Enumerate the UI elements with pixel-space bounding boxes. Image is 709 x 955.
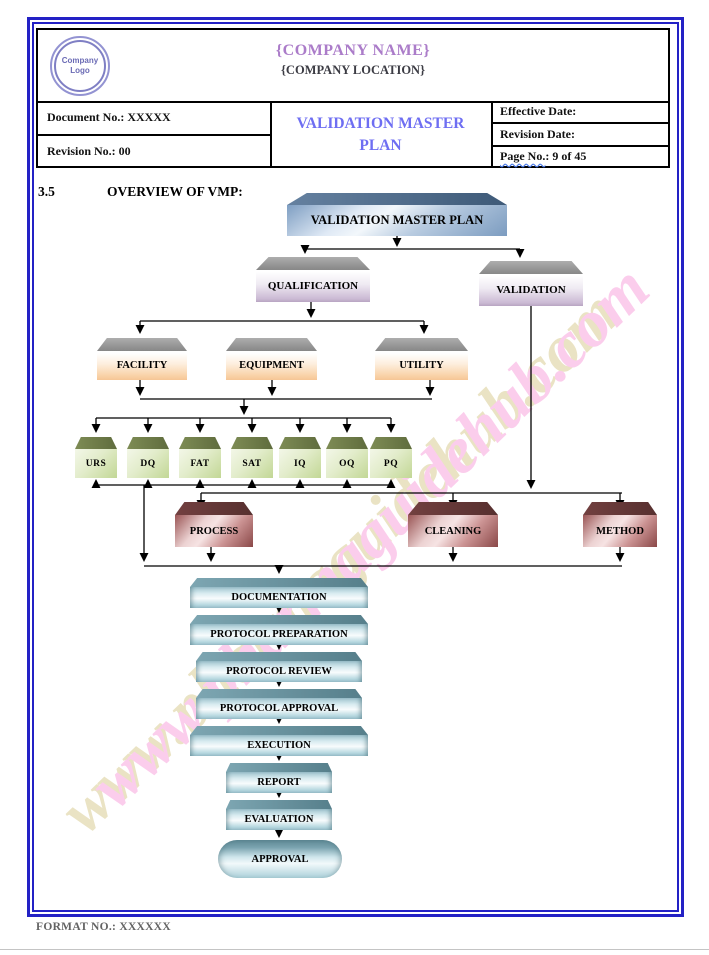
bottom-rule [0,949,709,950]
company-block: {COMPANY NAME} {COMPANY LOCATION} [38,42,668,78]
node-label: URS [75,449,117,478]
node-label: QUALIFICATION [256,270,370,302]
node-dq: DQ [127,437,169,478]
node-label: PROTOCOL APPROVAL [196,698,362,719]
node-fat: FAT [179,437,221,478]
node-label: UTILITY [375,351,468,380]
node-label: IQ [279,449,321,478]
node-sat: SAT [231,437,273,478]
node-top-face [190,578,368,587]
node-top-face [279,437,321,449]
revision-no: Revision No.: 00 [47,143,131,158]
node-label: OQ [326,449,368,478]
node-top-face [190,615,368,624]
company-logo: Company Logo [50,36,110,96]
node-protocol-preparation: PROTOCOL PREPARATION [190,615,368,645]
node-top-face [226,338,317,351]
node-label: CLEANING [408,515,498,547]
node-label: PROCESS [175,515,253,547]
page-no: Page No.: 9 of 45 [500,147,666,166]
document-title: VALIDATION MASTER PLAN [296,114,465,154]
node-top-face [479,261,583,274]
logo-line2: Logo [70,66,90,75]
effective-date: Effective Date: [500,104,577,118]
node-top-face [190,726,368,735]
node-documentation: DOCUMENTATION [190,578,368,608]
node-label: EXECUTION [190,735,368,756]
format-no: FORMAT NO.: XXXXXX [36,921,171,933]
table-line [38,134,270,136]
node-top-face [179,437,221,449]
node-top-face [370,437,412,449]
node-top-face [196,689,362,698]
table-line [270,101,272,166]
node-label: VALIDATION [479,274,583,306]
node-qualification: QUALIFICATION [256,257,370,302]
node-top-face [231,437,273,449]
node-top-face [226,800,332,809]
company-name: {COMPANY NAME} [275,42,431,59]
node-approval: APPROVAL [218,840,342,878]
node-top-face [408,502,498,515]
section-number: 3.5 [38,184,55,199]
node-top-face [97,338,187,351]
table-line [491,122,668,124]
document-no: Document No.: XXXXX [47,110,171,124]
node-label: METHOD [583,515,657,547]
node-oq: OQ [326,437,368,478]
node-top-face [75,437,117,449]
page-no-value: : 9 of 45 [545,149,587,163]
node-top-face [287,193,507,205]
node-top-face [256,257,370,270]
company-location: {COMPANY LOCATION} [281,63,425,77]
logo-line1: Company [61,56,99,66]
node-iq: IQ [279,437,321,478]
node-equipment: EQUIPMENT [226,338,317,380]
node-top-face [175,502,253,515]
node-label: PROTOCOL REVIEW [196,661,362,682]
node-label: PROTOCOL PREPARATION [190,624,368,645]
node-top-face [326,437,368,449]
node-pq: PQ [370,437,412,478]
node-label: FACILITY [97,351,187,380]
node-label: PQ [370,449,412,478]
node-label: DQ [127,449,169,478]
node-validation-master-plan: VALIDATION MASTER PLAN [287,193,507,236]
node-top-face [127,437,169,449]
section-heading: OVERVIEW OF VMP: [107,184,243,199]
node-top-face [196,652,362,661]
node-urs: URS [75,437,117,478]
revision-date: Revision Date: [500,127,575,141]
node-label: APPROVAL [251,853,309,865]
node-top-face [375,338,468,351]
node-label: REPORT [226,772,332,793]
node-top-face [226,763,332,772]
node-label: EVALUATION [226,809,332,830]
node-label: DOCUMENTATION [190,587,368,608]
page-no-label: Page No. [500,149,546,163]
node-execution: EXECUTION [190,726,368,756]
table-line [491,145,668,147]
node-process: PROCESS [175,502,253,547]
node-facility: FACILITY [97,338,187,380]
node-label: FAT [179,449,221,478]
table-line [38,101,668,103]
node-top-face [583,502,657,515]
header-table: Company Logo {COMPANY NAME} {COMPANY LOC… [36,28,670,168]
node-validation: VALIDATION [479,261,583,306]
node-utility: UTILITY [375,338,468,380]
node-protocol-approval: PROTOCOL APPROVAL [196,689,362,719]
node-evaluation: EVALUATION [226,800,332,830]
company-logo-text: Company Logo [54,40,106,92]
node-protocol-review: PROTOCOL REVIEW [196,652,362,682]
node-method: METHOD [583,502,657,547]
node-label: SAT [231,449,273,478]
node-label: VALIDATION MASTER PLAN [287,205,507,236]
node-cleaning: CLEANING [408,502,498,547]
table-line [491,101,493,166]
node-label: EQUIPMENT [226,351,317,380]
node-report: REPORT [226,763,332,793]
